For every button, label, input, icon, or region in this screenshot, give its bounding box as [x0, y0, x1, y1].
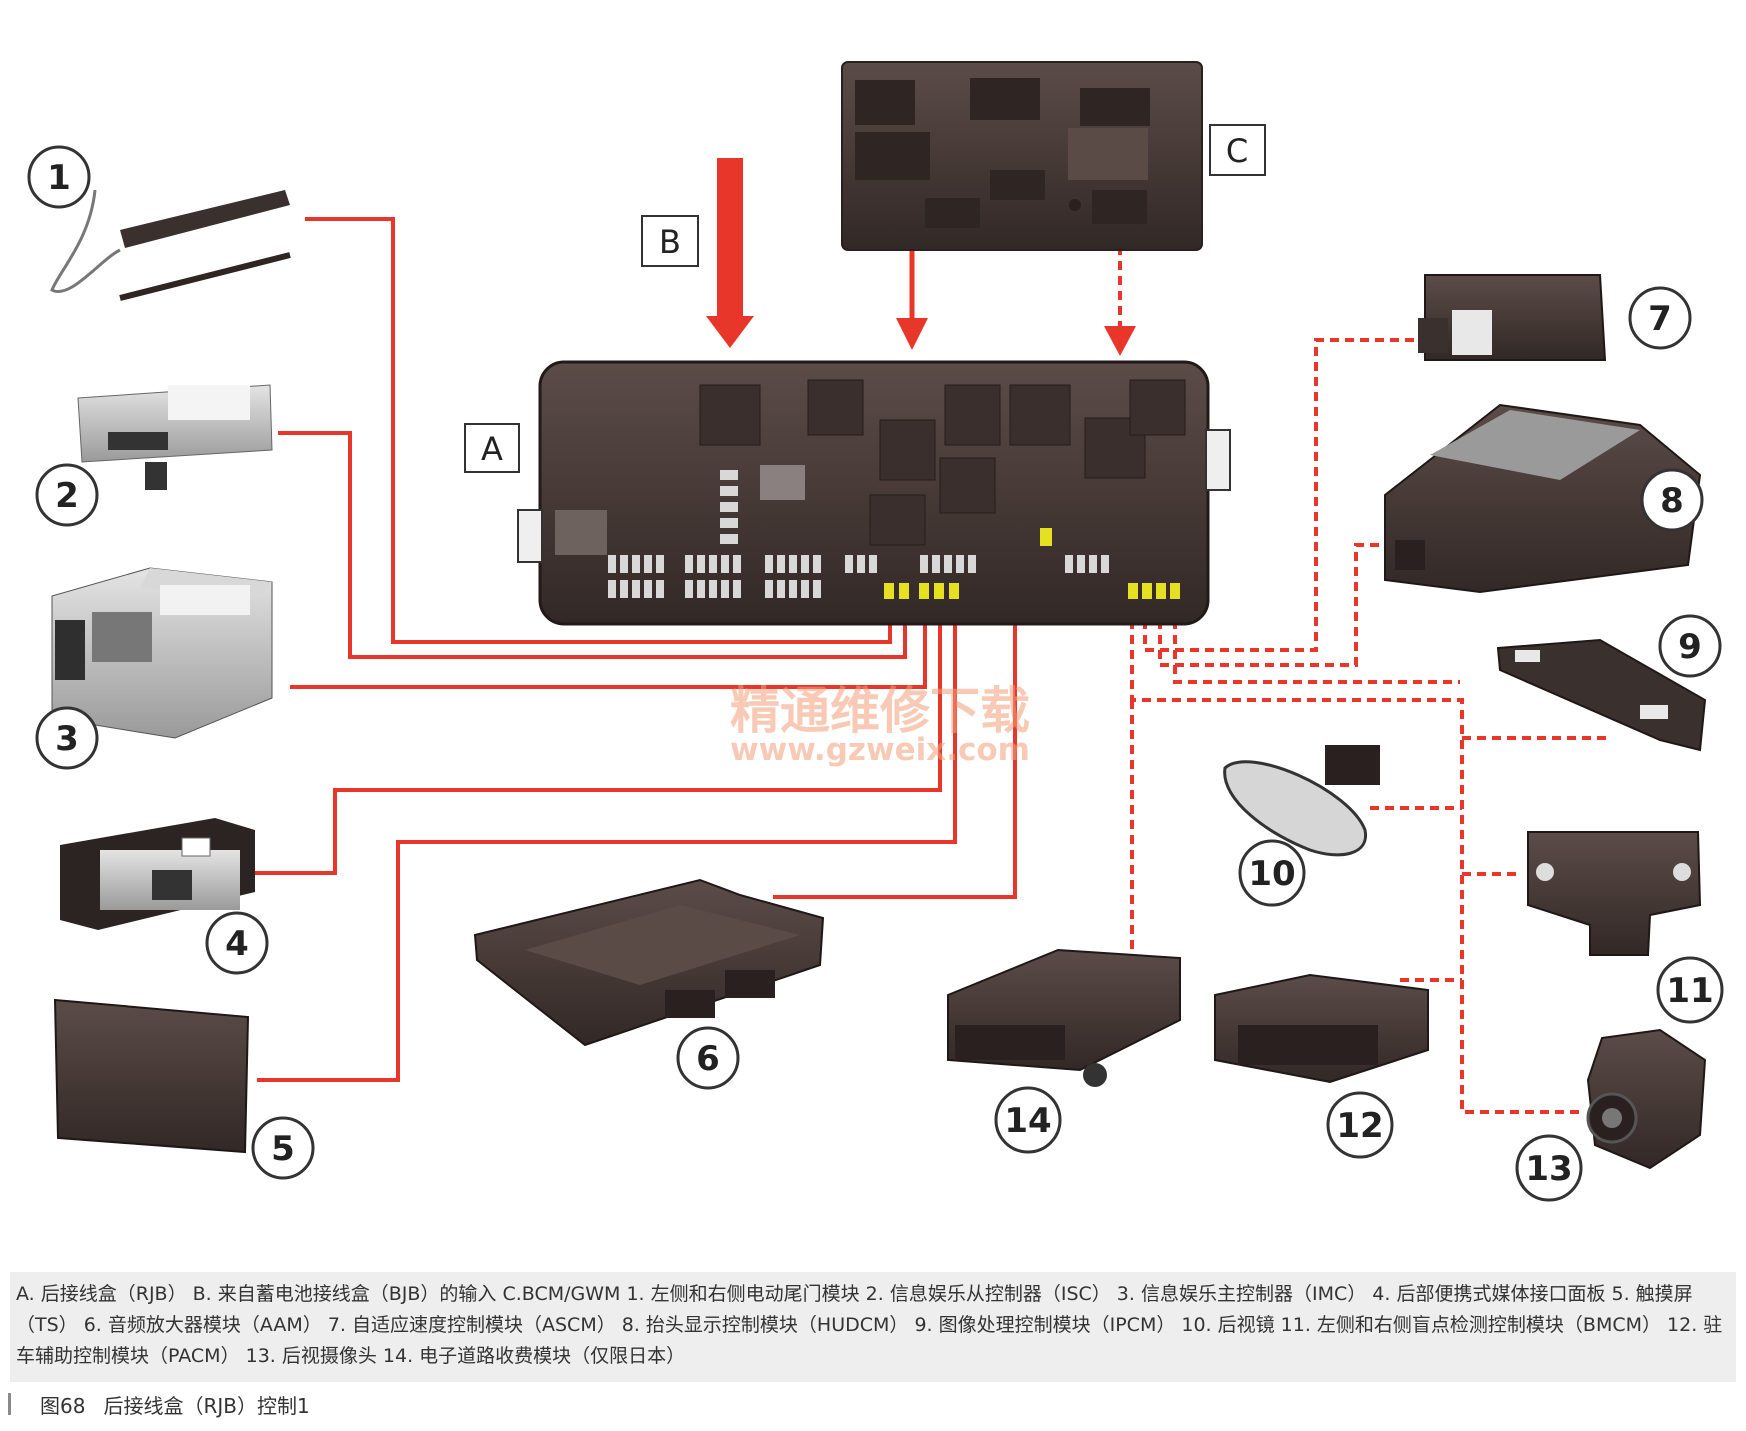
svg-text:6: 6: [696, 1039, 720, 1079]
callout-14: [994, 1086, 1062, 1154]
arrow-c2-head: [1104, 326, 1136, 356]
module-3: [51, 567, 273, 739]
svg-text:5: 5: [271, 1129, 295, 1169]
legend-text: A. 后接线盒（RJB） B. 来自蓄电池接线盒（BJB）的输入 C.BCM/G…: [16, 1283, 1723, 1367]
module-c-bcm: [841, 61, 1203, 251]
svg-text:精通维修下载: 精通维修下载: [730, 682, 1030, 740]
callout-5: [251, 1116, 315, 1180]
module-12: [1214, 973, 1429, 1084]
module-a-rjb: [517, 360, 1231, 626]
arrow-c-head: [896, 318, 928, 350]
fuse-row: [608, 470, 1109, 598]
svg-text:B: B: [659, 223, 681, 261]
figure-marker: [8, 1393, 11, 1415]
callout-6: [676, 1026, 740, 1090]
module-8: [1384, 403, 1702, 594]
module-11: [1527, 831, 1702, 956]
module-1: [50, 189, 291, 301]
callout-4: [205, 911, 269, 975]
svg-text:7: 7: [1648, 299, 1672, 339]
svg-text:1: 1: [47, 158, 71, 198]
svg-text:10: 10: [1248, 854, 1295, 894]
svg-text:www.gzweix.com: www.gzweix.com: [730, 732, 1030, 768]
label-b: B: [641, 215, 699, 267]
svg-text:C: C: [1226, 132, 1248, 170]
callout-3: [35, 706, 99, 770]
svg-text:12: 12: [1336, 1106, 1383, 1146]
wire-bus: [1130, 590, 1580, 1114]
legend-box: [10, 1272, 1736, 1382]
callout-8: [1640, 468, 1704, 532]
wire-4: [255, 590, 942, 875]
wire-5: [257, 590, 957, 1082]
figure-number: 图68: [40, 1394, 86, 1418]
label-c: C: [1209, 124, 1266, 176]
wire-8: [1158, 543, 1402, 667]
letter-labels: A B C: [464, 124, 1266, 473]
wire-2: [278, 431, 907, 659]
module-14: [947, 948, 1181, 1087]
callout-numbers: 1 2 3 4 5 6 7 8 9 10 11 12 13 14: [47, 158, 1714, 1189]
wiring-diagram: A B C 1 2 3 4 5 6 7 8 9: [27, 61, 1724, 1202]
module-4: [60, 818, 255, 930]
callout-1: [27, 145, 91, 209]
module-13: [1586, 1028, 1707, 1170]
module-10: [1223, 745, 1380, 857]
arrow-b-head: [706, 316, 754, 348]
svg-text:4: 4: [225, 924, 249, 964]
callout-2: [35, 463, 99, 527]
module-7: [1418, 274, 1607, 361]
svg-text:14: 14: [1004, 1101, 1051, 1141]
watermark: 精通维修下载 www.gzweix.com: [730, 682, 1030, 768]
callout-11: [1656, 956, 1724, 1024]
svg-text:3: 3: [55, 719, 79, 759]
callout-12: [1326, 1091, 1394, 1159]
callout-7: [1628, 286, 1692, 350]
svg-text:13: 13: [1525, 1149, 1572, 1189]
figure-caption: 图68 后接线盒（RJB）控制1: [40, 1390, 310, 1419]
svg-text:9: 9: [1678, 627, 1702, 667]
svg-text:11: 11: [1666, 971, 1713, 1011]
module-2: [77, 384, 273, 490]
module-9: [1496, 638, 1707, 752]
figure-title: 后接线盒（RJB）控制1: [103, 1394, 310, 1418]
input-arrows: [706, 158, 1136, 356]
active-fuses: [884, 528, 1180, 599]
callout-13: [1515, 1134, 1583, 1202]
module-5: [53, 998, 250, 1154]
callout-9: [1658, 614, 1722, 678]
svg-text:2: 2: [55, 476, 79, 516]
svg-text:A: A: [481, 430, 503, 468]
svg-text:8: 8: [1660, 481, 1684, 521]
arrow-b-shaft: [717, 158, 743, 323]
callout-10: [1238, 839, 1306, 907]
label-a: A: [464, 423, 520, 473]
callouts: [27, 145, 1724, 1202]
module-6: [473, 878, 825, 1047]
